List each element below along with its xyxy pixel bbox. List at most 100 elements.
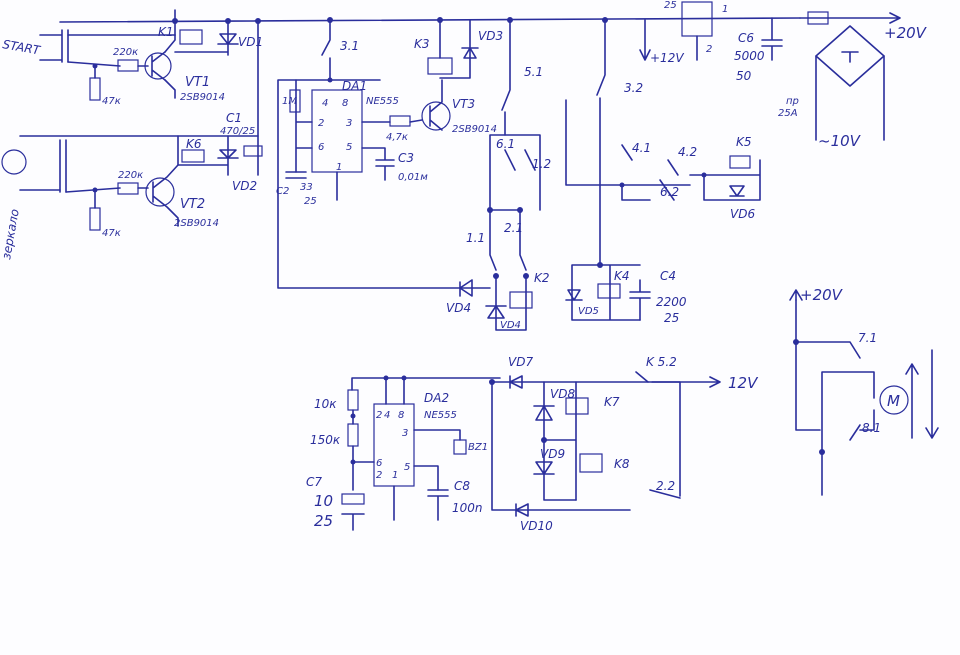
capacitor-c1 — [243, 145, 263, 157]
k1-label: K1 — [158, 25, 174, 39]
c3-val: 0,01м — [398, 172, 428, 183]
c7-v: 25 — [314, 512, 333, 530]
n1: 1 — [722, 4, 728, 15]
k4-label: K4 — [614, 269, 630, 283]
switch-22 — [649, 489, 681, 499]
wire-41 — [565, 99, 691, 186]
r150k-label: 150к — [310, 433, 341, 447]
fuse-top — [807, 11, 829, 25]
wire — [409, 119, 423, 123]
motor-wires — [821, 371, 875, 451]
switch-71 — [795, 341, 861, 359]
resistor-r1 — [117, 59, 139, 72]
direction-arrows — [905, 349, 939, 439]
v20-label: +20V — [884, 24, 928, 42]
s22-label: 2.2 — [656, 479, 675, 493]
k6-wires — [177, 20, 259, 176]
c8-val: 100n — [452, 501, 483, 515]
resistor-r4 — [89, 207, 101, 231]
s32-label: 3.2 — [624, 81, 643, 95]
diode-vd2 — [217, 149, 239, 159]
v12-arrow — [639, 19, 651, 61]
switch-k52 — [635, 371, 721, 388]
k4-wires — [571, 264, 641, 321]
diode-vd10 — [515, 503, 529, 517]
vd1-label: VD1 — [238, 35, 263, 49]
s61-label: 6.1 — [496, 137, 515, 151]
resistor-150k — [347, 423, 359, 447]
s62-label: 6.2 — [660, 185, 679, 199]
pin-q6: 6 — [376, 458, 382, 469]
vd7-label: VD7 — [508, 355, 533, 369]
k3-label: K3 — [414, 37, 430, 51]
s41-label: 4.1 — [632, 141, 651, 155]
k2-wires — [495, 275, 527, 331]
switch-62 — [659, 179, 675, 201]
diode-vd7 — [509, 375, 523, 389]
vd4-label: VD4 — [446, 301, 471, 315]
da1-pins — [295, 79, 338, 201]
junction — [619, 182, 625, 188]
c2-v: 25 — [304, 196, 317, 207]
contacts-block — [489, 134, 541, 211]
vt2-label: VT2 — [180, 197, 205, 212]
diode-vd1 — [217, 33, 239, 45]
pin-q5: 5 — [404, 462, 410, 473]
c1-val: 470/25 — [220, 126, 255, 137]
s71-label: 7.1 — [858, 331, 877, 345]
vt3-label: VT3 — [452, 97, 475, 111]
ne555-2-label: NE555 — [424, 410, 457, 421]
c8-label: C8 — [454, 479, 470, 493]
relay-k6-coil — [181, 149, 205, 163]
r47-label: 4,7к — [386, 132, 408, 143]
vd6-label: VD6 — [730, 207, 755, 221]
resistor-10k — [347, 389, 359, 411]
vt3-body — [429, 79, 443, 131]
relay-k1-coil — [179, 29, 203, 45]
switch-51 — [501, 19, 511, 136]
vd8-label: VD8 — [550, 387, 575, 401]
junction — [327, 77, 333, 83]
capacitor-c8 — [427, 489, 449, 521]
c4-v: 25 — [664, 311, 679, 325]
c6-val: 5000 — [734, 49, 765, 63]
da2-out — [413, 429, 461, 491]
k78-left — [491, 381, 631, 511]
pr-label: пр — [786, 96, 799, 107]
c3-label: C3 — [398, 151, 414, 165]
k5-label: K5 — [736, 135, 752, 149]
ne555-1-label: NE555 — [366, 96, 399, 107]
c7-label: C7 — [306, 475, 322, 489]
pin-q4: 4 — [384, 410, 390, 421]
s51-label: 5.1 — [524, 65, 543, 79]
pin-q8: 8 — [398, 410, 404, 421]
bz1-label: BZ1 — [468, 442, 488, 453]
relay-k7-coil — [565, 397, 589, 415]
capacitor-c6 — [761, 17, 783, 61]
diode-vd9 — [533, 439, 577, 501]
diode-vd6 — [729, 185, 745, 197]
junction — [92, 187, 98, 193]
resistor-r3 — [117, 182, 139, 195]
top-rail-arrow — [799, 12, 901, 24]
motor-rail — [795, 299, 821, 431]
motor-label: M — [887, 392, 900, 410]
resistor-47k — [389, 115, 411, 127]
top-rail — [59, 17, 801, 23]
mirror-contact — [59, 139, 67, 193]
da2-top — [351, 377, 501, 391]
da2-pins — [352, 377, 405, 521]
vt3-type: 2SB9014 — [452, 124, 497, 135]
r1m-label: 1M — [282, 96, 297, 107]
r2-label: 47к — [102, 96, 121, 107]
da1-label: DA1 — [342, 79, 367, 93]
vt1-leads — [164, 34, 176, 99]
c7-plate — [341, 513, 365, 531]
k8-label: K8 — [614, 457, 630, 471]
relay-k3-coil — [427, 57, 453, 75]
capacitor-c3 — [361, 147, 395, 181]
capacitor-c7 — [341, 493, 365, 505]
transistor-vt1 — [144, 52, 172, 80]
